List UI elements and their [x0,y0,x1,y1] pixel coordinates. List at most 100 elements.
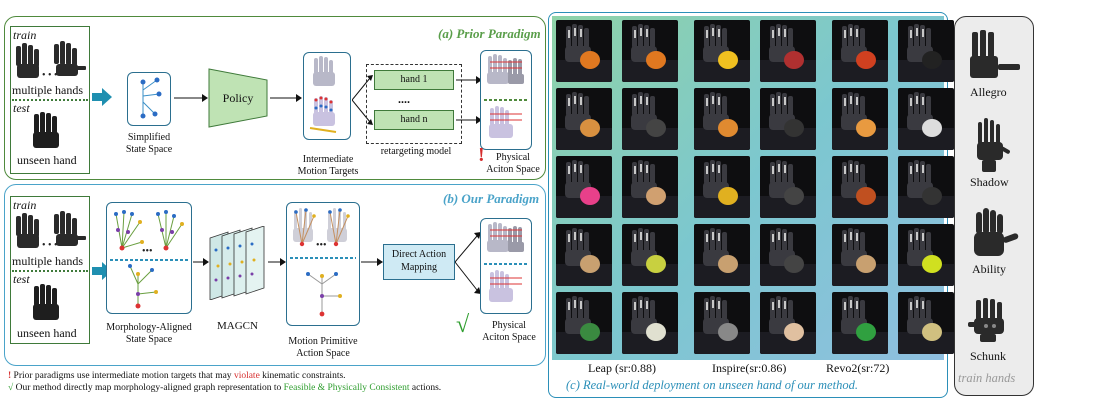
prior-train-label: train [13,28,37,42]
robot-hand-object-icon [694,160,750,218]
morph-state-space-box [106,202,192,314]
robot-hand-object-icon [622,228,678,286]
arrow-to-motion-primitive-icon [268,258,286,266]
hand-n-block: hand n [374,110,454,130]
schunk-hand-icon [968,298,1004,342]
prior-physical-hand-icon [484,54,528,138]
robot-hand-object-icon [556,228,612,286]
robot-hand-object-icon [760,160,816,218]
ours-physical-hand-icon [484,222,528,302]
deployment-photo [622,156,678,218]
robot-hand-object-icon [622,24,678,82]
note-line-1: ! Prior paradigms use intermediate motio… [8,371,346,381]
deployment-photo [898,20,954,82]
ours-unseen-hand-icon [33,284,59,320]
arrows-from-direct-mapping-icon [455,232,481,294]
retarget-dots: .... [398,92,410,106]
our-paradigm-title: (b) Our Paradigm [443,191,540,206]
ours-train-label: train [13,198,37,212]
svg-text:• • •: • • • [42,70,58,81]
robot-hand-object-icon [622,92,678,150]
prior-unseen-hand-icon [33,112,59,148]
prior-multiple-hands-label: multiple hands [12,83,83,97]
deployment-photo [622,224,678,286]
note-1-highlight: violate [233,371,260,381]
note-1-pre: Prior paradigms use intermediate motion … [13,371,234,381]
note-2-mark: √ [8,383,14,393]
intermediate-hand-icon [309,56,337,133]
train-hands-title: train hands [958,371,1016,385]
robot-hand-object-icon [694,24,750,82]
deployment-photo [760,20,816,82]
deployment-photo [556,156,612,218]
deployment-photo [898,156,954,218]
shadow-hand-icon [977,118,1010,172]
direct-mapping-label-2: Mapping [400,262,438,273]
robot-hand-object-icon [556,92,612,150]
deployment-photo [898,292,954,354]
arrow-to-direct-mapping-icon [361,258,383,266]
simplified-state-label-2: State Space [125,144,173,155]
ours-train-test-divider [12,270,88,272]
prior-physical-label-2: Aciton Space [486,164,540,175]
magcn-layers-icon [209,226,265,300]
deployment-photo [694,88,750,150]
deployment-photo [898,88,954,150]
robot-hand-object-icon [694,92,750,150]
deployment-title: (c) Real-world deployment on unseen hand… [566,378,858,392]
arrow-to-policy-icon [174,94,208,102]
prior-train-test-divider [12,99,88,101]
deployment-photo [694,292,750,354]
deployment-photo [760,292,816,354]
prior-train-hands-icon: • • • [16,41,86,81]
shadow-label: Shadow [970,175,1009,189]
svg-text:•••: ••• [316,240,327,251]
deployment-photo [694,224,750,286]
intermediate-targets-label-1: Intermediate [302,154,354,165]
robot-hand-object-icon [556,24,612,82]
robot-hand-object-icon [898,160,954,218]
ours-physical-label-2: Aciton Space [482,332,536,343]
note-1-mark: ! [8,371,12,381]
ours-test-label: test [13,272,30,286]
deployment-photo [622,88,678,150]
note-line-2: √ Our method directly map morphology-ali… [8,383,441,393]
robot-hand-object-icon [760,92,816,150]
prior-warning-mark: ! [478,144,485,166]
arrow-to-magcn-icon [193,258,209,266]
robot-hand-object-icon [694,296,750,354]
svg-text:•••: ••• [142,246,153,257]
deployment-photo [556,88,612,150]
svg-text:• • •: • • • [42,240,58,251]
arrows-to-physical-icon [456,76,482,124]
arrow-to-targets-icon [270,94,302,102]
hand-1-block: hand 1 [374,70,454,90]
simplified-state-label-1: Simplified [127,132,171,143]
ours-train-hands-icon: • • • [16,211,86,251]
note-2-highlight: Feasible & Physically Consistent [283,383,410,393]
intermediate-targets-label-2: Motion Targets [297,166,359,177]
schunk-label: Schunk [970,349,1006,363]
policy-label: Policy [222,91,254,105]
simplified-state-space-box [127,72,171,126]
deployment-caption-leap: Leap (sr:0.88) [588,361,656,375]
robot-hand-object-icon [898,228,954,286]
ours-physical-label-1: Physical [492,320,526,331]
robot-hand-object-icon [898,296,954,354]
deployment-caption-inspire: Inspire(sr:0.86) [712,361,787,375]
prior-test-label: test [13,101,30,115]
morph-state-label-2: State Space [125,334,173,345]
retargeting-model-box [366,64,462,144]
ours-check-mark: √ [456,312,470,338]
deployment-photo [760,156,816,218]
deployment-photo [556,224,612,286]
direct-mapping-label-1: Direct Action [391,249,447,260]
robot-hand-object-icon [694,228,750,286]
robot-hand-object-icon [898,24,954,82]
deployment-photo [832,156,888,218]
robot-hand-object-icon [760,296,816,354]
allegro-hand-icon [970,30,1020,78]
note-1-post: kinematic constraints. [259,371,346,381]
prior-input-arrow-icon [92,88,112,106]
ours-hands-box [10,196,90,344]
